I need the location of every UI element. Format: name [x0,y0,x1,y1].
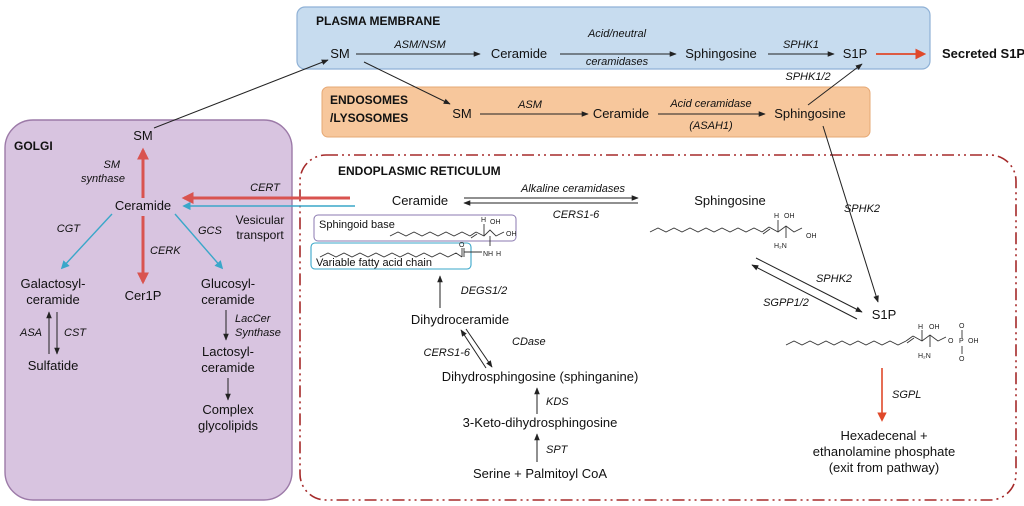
golgi-box [4,119,293,501]
plasma-membrane-title: PLASMA MEMBRANE [316,14,440,28]
ceramide-atom-o: O [459,242,465,249]
ceramide-atom-nh: NH [483,251,493,258]
er-title: ENDOPLASMIC RETICULUM [338,164,501,178]
pm-sphk1: SPHK1 [783,39,819,51]
ceramide-atom-h: H [481,217,486,224]
er-degs: DEGS1/2 [461,285,507,297]
golgi-sulfatide: Sulfatide [28,358,79,373]
er-keto: 3-Keto-dihydrosphingosine [463,415,618,430]
pm-sphingosine: Sphingosine [685,46,757,61]
pm-s1p: S1P [843,46,868,61]
golgi-glucosyl-2: ceramide [201,292,254,307]
endo-asah1: (ASAH1) [689,120,733,132]
sphingosine-atom-h: H [774,213,779,220]
er-sphk2: SPHK2 [816,273,852,285]
ceramide-molecule [319,224,505,258]
golgi-cgt: CGT [57,223,82,235]
ceramide-atom-oh1: OH [490,219,501,226]
golgi-sm: SM [133,128,153,143]
er-cers16: CERS1-6 [424,347,471,359]
ceramide-atom-h2: H [496,251,501,258]
ceramide-atom-oh2: OH [506,231,517,238]
er-s1p: S1P [872,307,897,322]
golgi-sm-synthase-1: SM [104,159,121,171]
endo-sphingosine: Sphingosine [774,106,846,121]
sphingosine-atom-h2n: H₂N [774,243,787,250]
secreted-s1p: Secreted S1P [942,46,1024,61]
golgi-lactosyl-1: Lactosyl- [202,344,254,359]
sphingoid-base-box [313,214,517,242]
pm-sm: SM [330,46,350,61]
er-cdase: CDase [512,336,546,348]
s1p-atom-h2n: H₂N [918,353,931,360]
er-serine: Serine + Palmitoyl CoA [473,466,607,481]
endo-acid-ceramidase: Acid ceramidase [669,98,751,110]
golgi-ceramide: Ceramide [115,198,171,213]
er-kds: KDS [546,396,569,408]
golgi-lactosyl-2: ceramide [201,360,254,375]
pm-sphk12: SPHK1/2 [785,71,830,83]
golgi-galactosyl-2: ceramide [26,292,79,307]
golgi-asa: ASA [19,327,42,339]
er-spt: SPT [546,444,569,456]
lysosomes-title: /LYSOSOMES [330,111,408,125]
s1p-atom-o2: O [959,323,965,330]
golgi-cerk: CERK [150,245,181,257]
golgi-title: GOLGI [14,139,53,153]
s1p-atom-h: H [918,324,923,331]
pm-ceramide: Ceramide [491,46,547,61]
transport-vesicular-1: Vesicular [236,213,285,227]
pm-ceramidases-1: Acid/neutral [587,28,647,40]
sphingosine-atom-oh1: OH [784,213,795,220]
er-dihydrosphingosine: Dihydrosphingosine (sphinganine) [442,369,639,384]
er-hexadecenal-2: ethanolamine phosphate [813,444,955,459]
golgi-sm-synthase-2: synthase [81,173,125,185]
endosomes-title: ENDOSOMES [330,93,408,107]
s1p-atom-o3: O [959,356,965,363]
sphingosine-atom-oh2: OH [806,233,817,240]
golgi-complex-1: Complex [202,402,254,417]
golgi-cer1p: Cer1P [125,288,162,303]
s1p-atom-oh: OH [929,324,940,331]
golgi-cst: CST [64,327,87,339]
golgi-laccer-2: Synthase [235,327,281,339]
er-sphingosine: Sphingosine [694,193,766,208]
endo-ceramide: Ceramide [593,106,649,121]
golgi-gcs: GCS [198,225,223,237]
s1p-atom-oh2: OH [968,338,979,345]
s1p-atom-p: P [959,338,964,345]
pm-ceramidases-2: ceramidases [586,56,649,68]
er-hexadecenal-1: Hexadecenal + [840,428,927,443]
golgi-complex-2: glycolipids [198,418,258,433]
sphingosine-molecule [649,220,803,238]
er-cers16-top: CERS1-6 [553,209,600,221]
fatty-acid-label: Variable fatty acid chain [316,257,432,269]
s1p-atom-o: O [948,338,954,345]
transport-vesicular-2: transport [236,228,284,242]
endosome-box [321,86,871,138]
er-box [299,154,1017,501]
er-sgpl: SGPL [892,389,921,401]
golgi-galactosyl-1: Galactosyl- [20,276,85,291]
sphingoid-base-label: Sphingoid base [319,219,395,231]
endo-sm: SM [452,106,472,121]
s1p-molecule [785,330,963,354]
pm-asm-nsm: ASM/NSM [393,39,446,51]
golgi-glucosyl-1: Glucosyl- [201,276,255,291]
endo-asm: ASM [517,99,543,111]
er-ceramide: Ceramide [392,193,448,208]
er-sphk2-top: SPHK2 [844,203,880,215]
transport-cert: CERT [250,182,281,194]
er-hexadecenal-3: (exit from pathway) [829,460,940,475]
er-dihydroceramide: Dihydroceramide [411,312,509,327]
fatty-acid-box [310,242,472,270]
er-alkaline-ceramidases: Alkaline ceramidases [520,183,625,195]
golgi-laccer-1: LacCer [235,313,272,325]
er-sgpp: SGPP1/2 [763,297,809,309]
